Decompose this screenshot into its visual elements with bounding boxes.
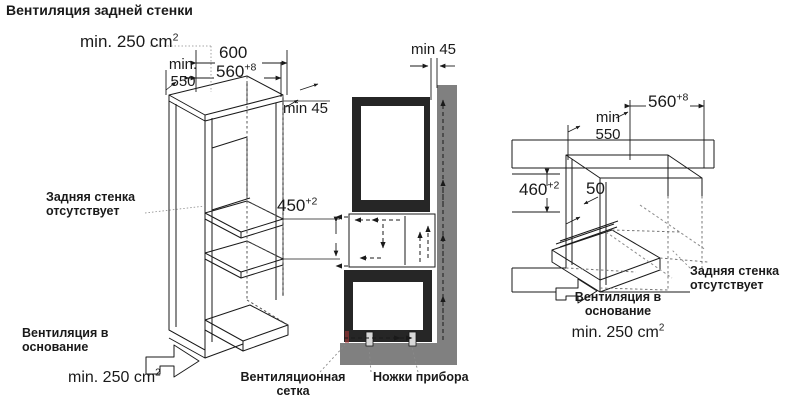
left-label-vent-base-area: min. 250 cm2 bbox=[68, 367, 161, 386]
left-dim-560: 560+8 bbox=[216, 61, 257, 81]
right-isometric-niche bbox=[511, 139, 715, 293]
left-dimension-lines bbox=[144, 45, 339, 257]
wall-hatch bbox=[437, 85, 457, 343]
right-label-vent-base-area: min. 250 cm2 bbox=[571, 322, 665, 341]
left-isometric-cabinet bbox=[168, 75, 340, 359]
right-dim-460: 460+2 bbox=[519, 179, 560, 199]
left-dim-450: 450+2 bbox=[277, 195, 318, 215]
left-vent-arrow bbox=[145, 344, 200, 378]
left-vent-top-label: min. 250 cm2 bbox=[80, 31, 179, 51]
page-title: Вентиляция задней стенки bbox=[6, 2, 193, 18]
left-dim-600: 600 bbox=[219, 43, 248, 62]
left-dim-min550: min.550 bbox=[168, 56, 198, 90]
middle-label-feet: Ножки прибора bbox=[373, 370, 469, 384]
right-vent-arrow bbox=[555, 278, 598, 304]
left-dim-min45: min 45 bbox=[283, 100, 329, 117]
right-dim-50: 50 bbox=[586, 179, 605, 198]
right-dimension-lines bbox=[512, 100, 705, 269]
middle-dim-min45: min 45 bbox=[411, 41, 457, 58]
right-dim-560: 560+8 bbox=[648, 91, 689, 111]
middle-cross-section bbox=[319, 58, 457, 373]
